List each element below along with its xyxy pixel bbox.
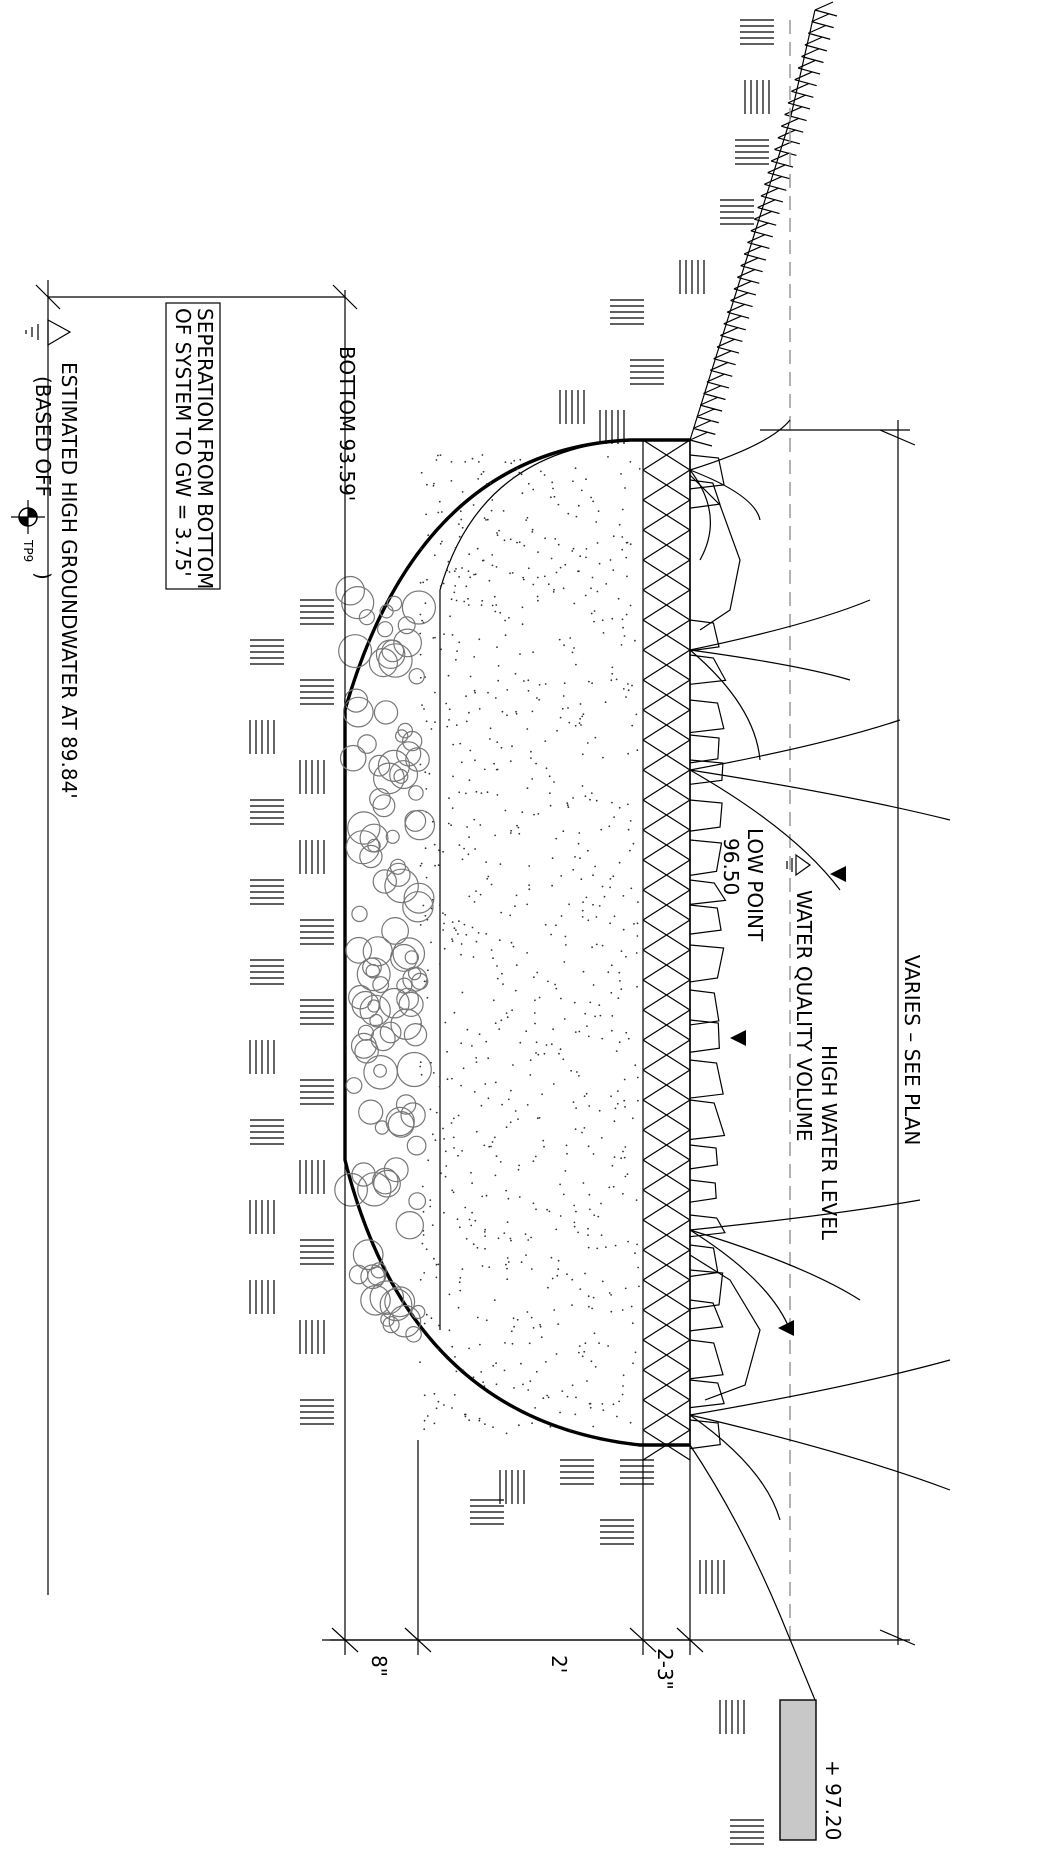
hatch-group	[735, 139, 769, 165]
depth-8in: 8"	[367, 1655, 391, 1677]
hatch-group	[620, 1459, 654, 1485]
water-quality-volume-label: WATER QUALITY VOLUME	[792, 890, 816, 1142]
hatch-group	[719, 1700, 745, 1734]
plant-stem	[689, 419, 791, 471]
hatch-group	[740, 19, 774, 45]
plant-stem	[689, 1199, 921, 1231]
groundwater-line2-sub: TP9	[21, 539, 35, 562]
hatch-group	[630, 359, 664, 385]
hatch-group	[499, 1470, 525, 1504]
surface-stones	[689, 454, 761, 1450]
hatch-group	[300, 919, 334, 945]
sand-media	[419, 454, 641, 1435]
hatch-group	[250, 799, 284, 825]
hatch-group	[249, 1040, 275, 1074]
hatch-group	[250, 959, 284, 985]
groundwater-line2-prefix: (BASED OFF	[31, 376, 55, 497]
plant-stem	[689, 1229, 791, 1331]
water-level-symbol	[786, 853, 812, 877]
plant-stem	[689, 649, 851, 681]
plant-stem	[689, 769, 951, 821]
plant-stem	[689, 769, 841, 891]
grass-slope	[689, 1, 838, 447]
hatch-group	[300, 1079, 334, 1105]
bottom-elevation-label: BOTTOM 93.59'	[335, 346, 359, 501]
hatch-group	[679, 260, 705, 294]
hatch-group	[299, 1160, 325, 1194]
hatch-group	[250, 639, 284, 665]
hatch-group	[600, 1519, 634, 1545]
plant-stem	[689, 1359, 951, 1416]
right-slope	[689, 1444, 816, 1701]
varies-label: VARIES – SEE PLAN	[900, 955, 924, 1146]
plant-stem	[689, 649, 761, 761]
plant-stem	[689, 1414, 951, 1491]
hatch-group	[249, 720, 275, 754]
soil-media-section	[334, 419, 951, 1521]
high-water-level-label: HIGH WATER LEVEL	[817, 1045, 841, 1241]
hatch-group	[599, 410, 625, 444]
hatch-group	[249, 1200, 275, 1234]
test-pit-symbol	[11, 500, 45, 534]
groundwater-line1: ESTIMATED HIGH GROUNDWATER AT 89.84'	[57, 362, 81, 799]
elevation-label: + 97.20	[821, 1760, 845, 1840]
plant-stem	[689, 469, 711, 561]
basin-outline	[343, 438, 690, 1447]
geotextile-band	[642, 439, 691, 1446]
depth-2-3in: 2-3"	[653, 1648, 677, 1690]
hatch-group	[699, 1560, 725, 1594]
hatch-group	[250, 879, 284, 905]
bottom-elevation-annotation	[35, 280, 358, 1595]
hatch-group	[610, 299, 644, 325]
hatch-group	[250, 1119, 284, 1145]
plant-stem	[689, 599, 871, 651]
hatch-group	[300, 599, 334, 625]
hatch-group	[249, 1280, 275, 1314]
hatch-group	[720, 199, 754, 225]
curb-block	[779, 1699, 817, 1841]
plant-stem	[689, 469, 761, 521]
crosshatch-layer	[642, 439, 691, 1461]
water-level-annotation: HIGH WATER LEVEL WATER QUALITY VOLUME LO…	[719, 828, 846, 1336]
plant-stem	[689, 719, 901, 771]
separation-box	[165, 302, 221, 590]
plant-stem	[689, 1414, 781, 1521]
hatch-group	[299, 760, 325, 794]
hatch-group	[300, 679, 334, 705]
hatch-group	[299, 1320, 325, 1354]
hatch-group	[300, 1239, 334, 1265]
hatch-group	[470, 1499, 504, 1525]
gravel-layer	[334, 575, 436, 1343]
hatch-group	[559, 390, 585, 424]
depth-2ft: 2'	[547, 1655, 571, 1673]
separation-line1: SEPERATION FROM BOTTOM	[193, 308, 217, 589]
plant-stems	[689, 419, 951, 1521]
low-point-value: 96.50	[719, 838, 743, 895]
stone-layer-boundary	[439, 439, 631, 1330]
hatch-group	[300, 1399, 334, 1425]
hatch-group	[744, 80, 770, 114]
hatch-group	[560, 1459, 594, 1485]
hatch-group	[299, 840, 325, 874]
hatch-group	[300, 999, 334, 1025]
groundwater-symbol	[25, 318, 72, 347]
layer-depth-dimensions	[322, 1160, 704, 1655]
groundwater-line2-suffix: )	[31, 572, 55, 580]
separation-line2: OF SYSTEM TO GW = 3.75'	[171, 308, 195, 577]
plant-stem	[689, 1229, 861, 1301]
low-point-title: LOW POINT	[743, 828, 767, 942]
soil-hatching	[249, 19, 774, 1845]
hatch-group	[730, 1819, 764, 1845]
level-arrow-icon	[730, 866, 846, 1336]
